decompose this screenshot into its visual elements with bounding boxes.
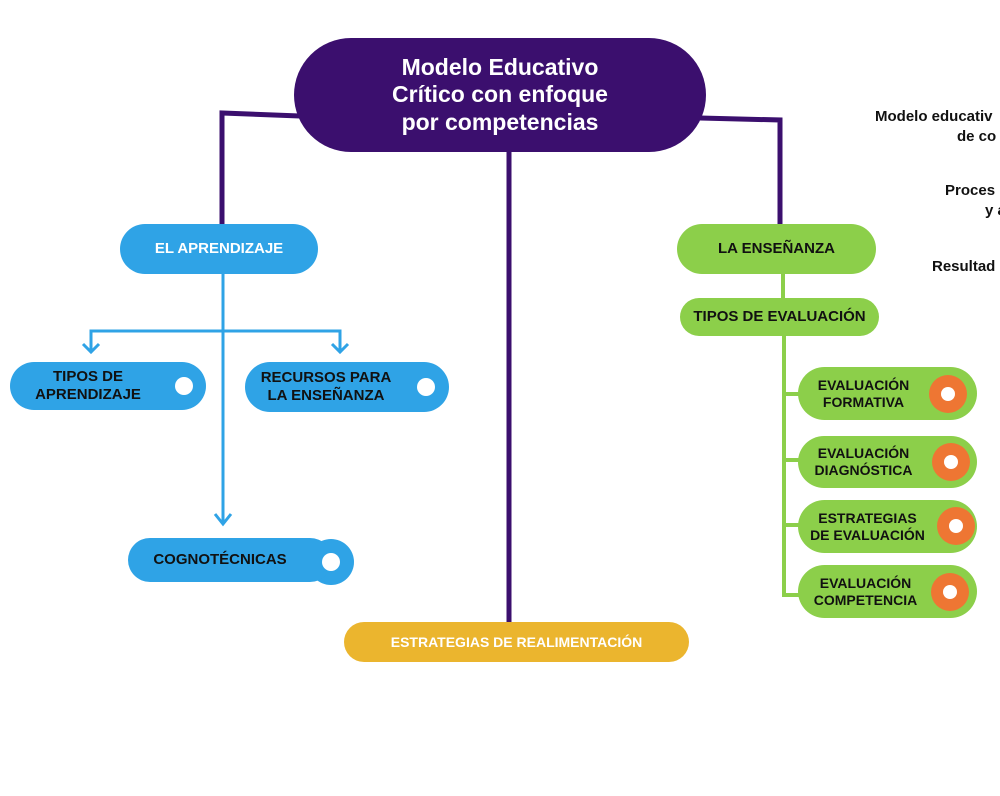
arrow-tipos <box>81 342 101 355</box>
node-estrategias-realimentacion[interactable]: ESTRATEGIAS DE REALIMENTACIÓN <box>344 622 689 662</box>
connector-title-right <box>697 115 783 229</box>
title-line: por competencias <box>401 108 599 135</box>
connector-title-left <box>219 110 303 229</box>
arrow-recursos <box>330 342 350 355</box>
expand-dot-icon[interactable] <box>322 553 340 571</box>
side-note: Modelo educativ <box>875 108 993 125</box>
node-evaluacion-competencia[interactable]: EVALUACIÓN COMPETENCIA <box>798 565 977 618</box>
side-note: y a <box>985 202 1000 219</box>
node-label: TIPOS DE <box>52 368 123 385</box>
node-tipos-aprendizaje[interactable]: TIPOS DE APRENDIZAJE <box>10 362 206 410</box>
node-tipos-evaluacion[interactable]: TIPOS DE EVALUACIÓN <box>680 298 879 336</box>
arrow-cogno <box>213 513 233 527</box>
side-note: Resultad <box>932 258 996 275</box>
central-topic[interactable]: Modelo Educativo Crítico con enfoque por… <box>294 38 706 152</box>
expand-dot-icon[interactable] <box>417 378 435 396</box>
node-label: EVALUACIÓN <box>817 445 910 462</box>
node-el-aprendizaje[interactable]: EL APRENDIZAJE <box>120 224 318 274</box>
node-label: EVALUACIÓN <box>819 574 912 591</box>
side-note: Proces <box>945 182 996 199</box>
node-label: COMPETENCIA <box>813 591 918 608</box>
node-label: DIAGNÓSTICA <box>814 462 913 478</box>
expand-ring-icon[interactable] <box>931 573 969 611</box>
node-label: LA ENSEÑANZA <box>267 387 385 404</box>
node-label: LA ENSEÑANZA <box>718 240 835 257</box>
node-label: RECURSOS PARA <box>260 369 392 386</box>
title-line: Crítico con enfoque <box>392 81 608 108</box>
connector-branch <box>89 329 342 352</box>
title-line: Modelo Educativo <box>401 53 599 80</box>
node-recursos-ensenanza[interactable]: RECURSOS PARA LA ENSEÑANZA <box>245 362 449 412</box>
node-evaluacion-diagnostica[interactable]: EVALUACIÓN DIAGNÓSTICA <box>798 436 977 488</box>
node-label: DE EVALUACIÓN <box>810 526 925 543</box>
node-evaluacion-formativa[interactable]: EVALUACIÓN FORMATIVA <box>798 367 977 420</box>
expand-ring-icon[interactable] <box>937 507 975 545</box>
node-label: TIPOS DE EVALUACIÓN <box>693 308 866 325</box>
node-cognotecnicas[interactable]: COGNOTÉCNICAS <box>128 538 332 582</box>
side-note: de co <box>957 128 997 145</box>
node-estrategias-evaluacion[interactable]: ESTRATEGIAS DE EVALUACIÓN <box>798 500 977 553</box>
expand-ring-icon[interactable] <box>932 443 970 481</box>
node-label: ESTRATEGIAS DE REALIMENTACIÓN <box>390 633 643 650</box>
expand-ring-icon[interactable] <box>929 375 967 413</box>
node-label: COGNOTÉCNICAS <box>153 551 287 568</box>
node-label: ESTRATEGIAS <box>818 509 917 526</box>
node-label: EL APRENDIZAJE <box>154 240 284 257</box>
node-label: EVALUACIÓN <box>817 376 910 393</box>
node-label: FORMATIVA <box>822 393 905 410</box>
node-la-ensenanza[interactable]: LA ENSEÑANZA <box>677 224 876 274</box>
node-label: APRENDIZAJE <box>35 386 141 403</box>
expand-dot-icon[interactable] <box>175 377 193 395</box>
